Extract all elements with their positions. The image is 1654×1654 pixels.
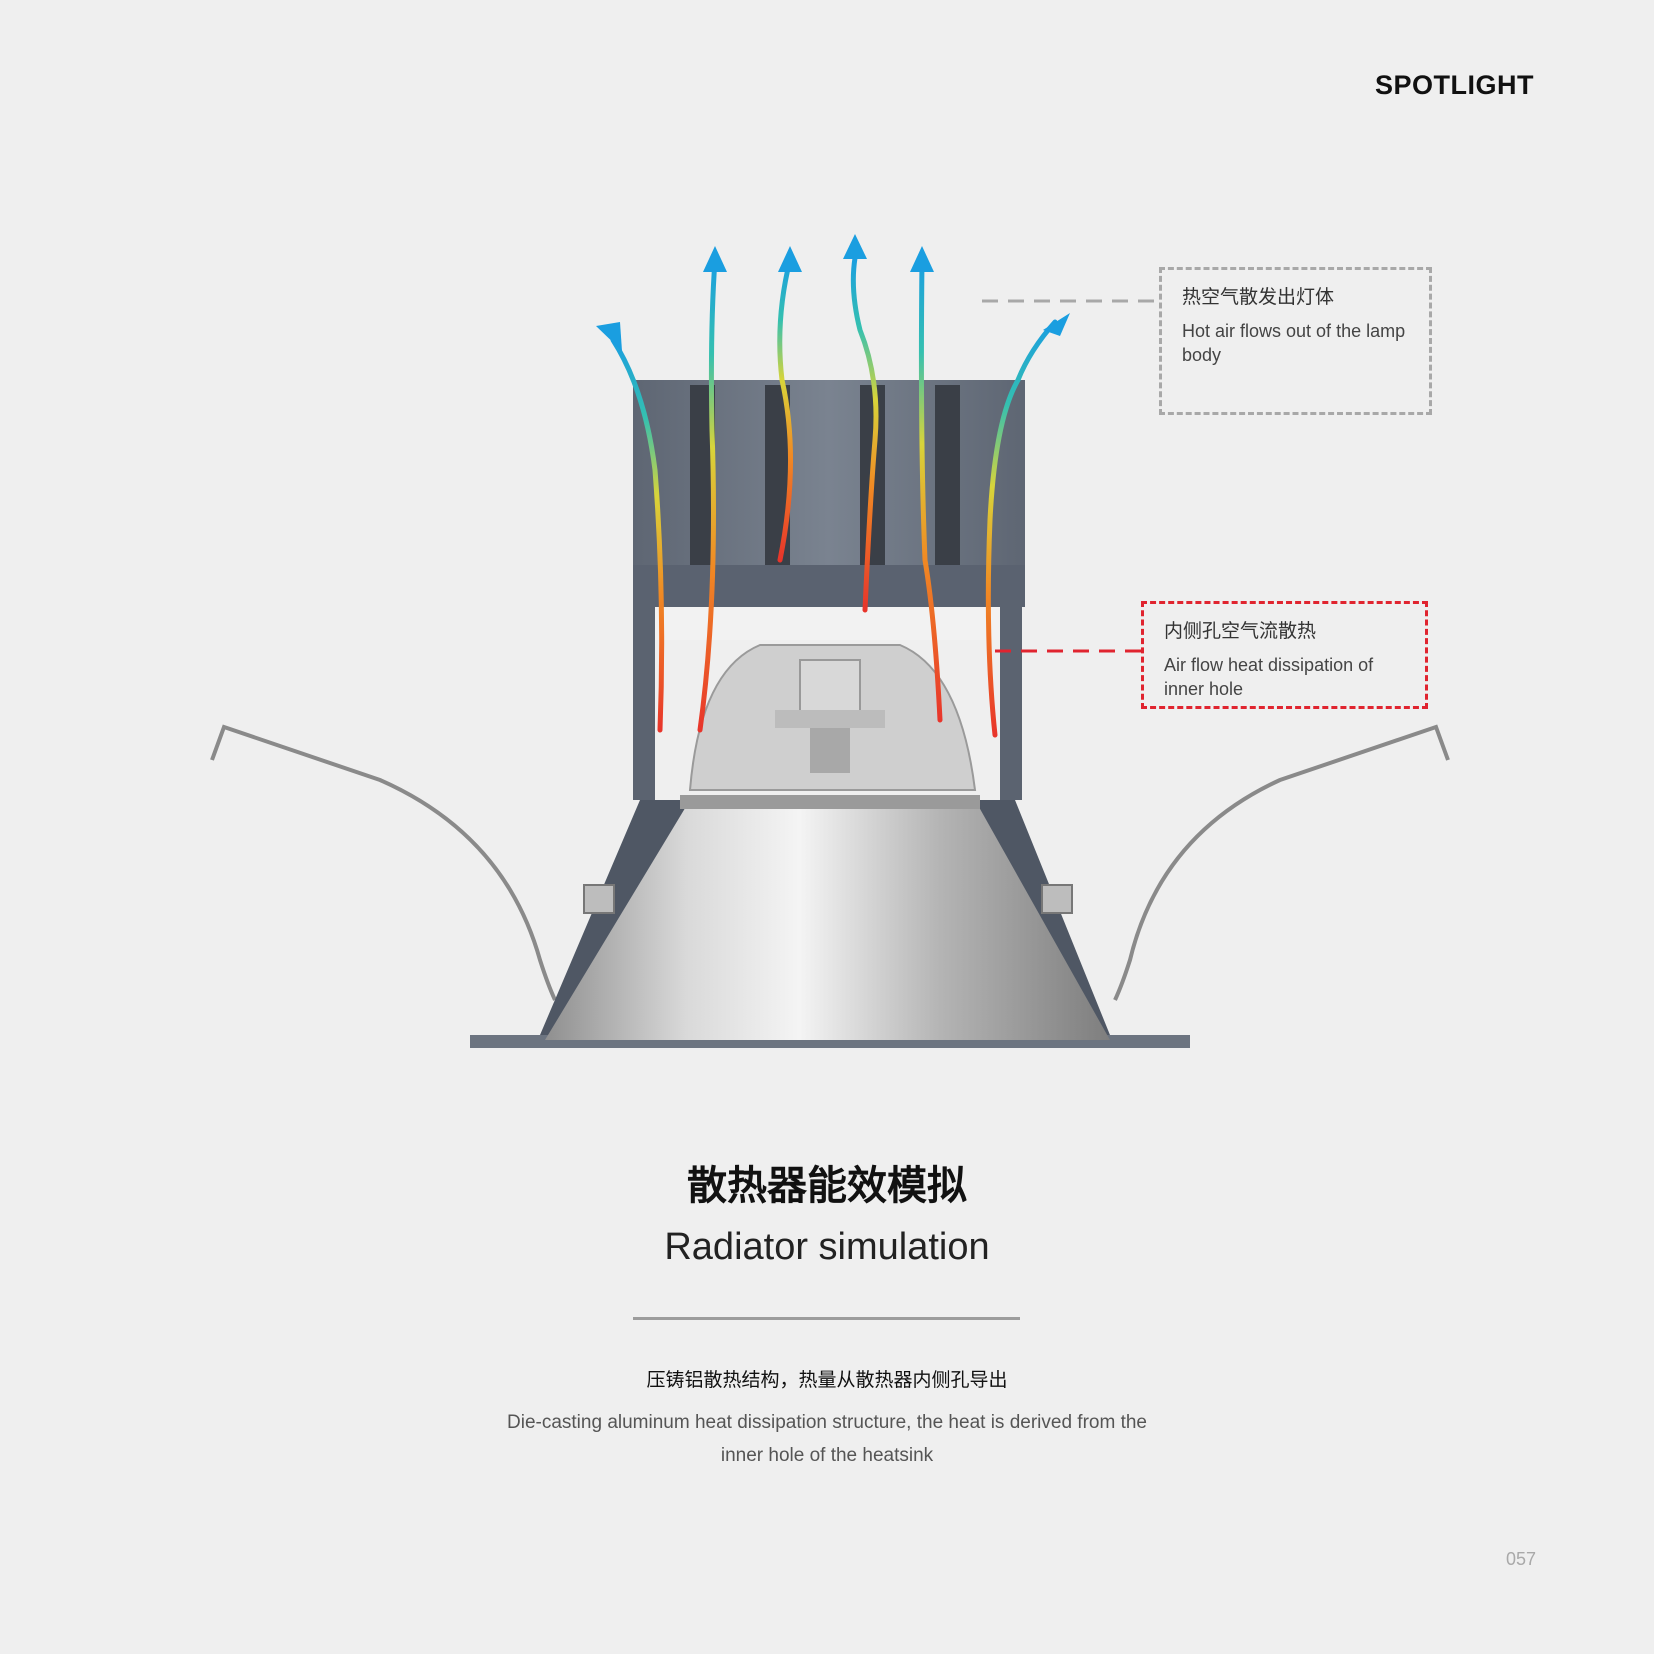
callout-inner-hole: 内侧孔空气流散热 Air flow heat dissipation of in… [1141,601,1428,709]
reflector-cone [545,800,1110,1040]
divider [633,1317,1020,1320]
page-number: 057 [1505,1549,1536,1569]
airflow-line-4 [850,255,879,613]
airflow-lines [610,255,1058,738]
callout-hot-air: 热空气散发出灯体 Hot air flows out of the lamp b… [1159,267,1432,415]
callout-inner-hole-en: Air flow heat dissipation of inner hole [1164,655,1374,699]
left-spring-clip [210,724,557,1001]
airflow-line-1 [610,337,665,733]
description-cn: 压铸铝散热结构，热量从散热器内侧孔导出 [646,1369,1008,1391]
airflow-line-2 [697,257,718,733]
callout-inner-hole-cn: 内侧孔空气流散热 [1164,620,1317,642]
callout-hot-air-cn: 热空气散发出灯体 [1182,286,1335,308]
airflow-line-5 [918,257,943,723]
page-title-en: Radiator simulation [664,1226,990,1268]
housing-left [470,800,690,1048]
page-title-cn: 散热器能效模拟 [687,1163,967,1209]
airflow-line-3 [777,257,793,563]
left-wall [633,600,655,800]
description-en: Die-casting aluminum heat dissipation st… [507,1412,1147,1466]
callout-hot-air-en: Hot air flows out of the lamp body [1182,321,1406,365]
right-wall [1000,600,1022,800]
right-spring-clip [1113,724,1450,1001]
airflow-arrow-icon [596,234,1070,351]
housing-right [965,800,1190,1048]
airflow-line-6 [985,319,1058,738]
brand-title: SPOTLIGHT [1375,70,1534,100]
